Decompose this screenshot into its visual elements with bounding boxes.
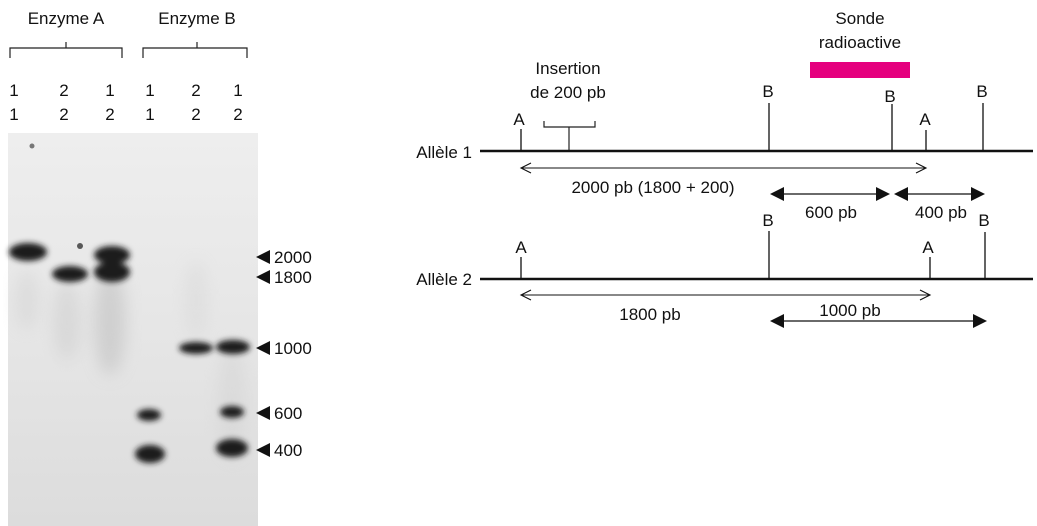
insertion-label-line1: Insertion — [535, 59, 600, 78]
gel-smear — [53, 280, 81, 360]
probe-label-line2: radioactive — [819, 33, 901, 52]
lane-numbers-row2: 1 2 2 1 2 2 — [9, 105, 242, 124]
lane-number: 2 — [233, 105, 242, 124]
site-a-label: A — [513, 110, 525, 129]
lane-number: 1 — [233, 81, 242, 100]
allele2-fragment-a-arrow — [519, 289, 932, 301]
gel-band-1000 — [179, 342, 213, 354]
allele2-fragment-b-arrow — [770, 314, 987, 328]
radioactive-probe — [810, 62, 910, 78]
marker-label: 1800 — [274, 268, 312, 287]
probe-label-line1: Sonde — [835, 9, 884, 28]
site-b-label: B — [976, 82, 987, 101]
site-b-label: B — [762, 82, 773, 101]
marker-arrow — [256, 250, 270, 264]
allele2-fragment-b-label: 1000 pb — [819, 301, 880, 320]
lane-number: 1 — [105, 81, 114, 100]
gel-speck — [77, 243, 83, 249]
insertion-label-line2: de 200 pb — [530, 83, 606, 102]
allele1-fragment-b1-label: 600 pb — [805, 203, 857, 222]
gel-smear — [94, 265, 126, 375]
site-b-label: B — [978, 211, 989, 230]
gel-band-600 — [220, 406, 244, 418]
restriction-map: Sonde radioactive Insertion de 200 pb Al… — [416, 9, 1033, 328]
insertion-bracket — [543, 121, 596, 150]
lane-number: 1 — [9, 81, 18, 100]
site-a-label: A — [922, 238, 934, 257]
enzyme-b-label: Enzyme B — [158, 9, 235, 28]
gel-band-1800 — [52, 266, 88, 282]
gel-panel: Enzyme A Enzyme B 1 2 1 1 2 1 1 2 2 1 2 … — [8, 9, 312, 526]
enzyme-a-bracket — [9, 42, 123, 58]
gel-smear — [184, 260, 208, 340]
marker-label: 400 — [274, 441, 302, 460]
gel-band-2000 — [94, 246, 130, 264]
site-b-label: B — [762, 211, 773, 230]
marker-label: 600 — [274, 404, 302, 423]
site-a-label: A — [919, 110, 931, 129]
lane-numbers-row1: 1 2 1 1 2 1 — [9, 81, 242, 100]
allele2-fragment-a-label: 1800 pb — [619, 305, 680, 324]
allele1-fragment-b2-arrow — [894, 187, 985, 201]
marker-arrow — [256, 443, 270, 457]
gel-band-400 — [135, 445, 165, 463]
size-markers: 2000 1800 1000 600 400 — [256, 248, 312, 460]
lane-number: 1 — [145, 105, 154, 124]
gel-band-2000 — [9, 243, 47, 261]
allele1-label: Allèle 1 — [416, 143, 472, 162]
marker-arrow — [256, 270, 270, 284]
lane-number: 1 — [145, 81, 154, 100]
gel-background — [8, 133, 258, 526]
gel-smear — [15, 270, 39, 330]
enzyme-b-bracket — [142, 42, 248, 58]
gel-band-1800 — [94, 262, 130, 282]
gel-band-600 — [137, 409, 161, 421]
site-b-label: B — [884, 87, 895, 106]
marker-label: 1000 — [274, 339, 312, 358]
marker-label: 2000 — [274, 248, 312, 267]
marker-arrow — [256, 341, 270, 355]
lane-number: 2 — [59, 81, 68, 100]
gel-speck — [29, 143, 35, 149]
gel-band-400 — [216, 439, 248, 457]
lane-number: 2 — [105, 105, 114, 124]
site-a-label: A — [515, 238, 527, 257]
gel-image — [8, 133, 258, 526]
allele1-fragment-b1-arrow — [770, 187, 890, 201]
lane-number: 2 — [191, 105, 200, 124]
gel-band-1000 — [216, 340, 250, 354]
allele1-fragment-a-arrow — [519, 162, 928, 174]
lane-number: 2 — [191, 81, 200, 100]
allele1-fragment-b2-label: 400 pb — [915, 203, 967, 222]
allele2-label: Allèle 2 — [416, 270, 472, 289]
enzyme-a-label: Enzyme A — [28, 9, 105, 28]
marker-arrow — [256, 406, 270, 420]
gel-smear — [218, 340, 246, 460]
lane-number: 2 — [59, 105, 68, 124]
lane-number: 1 — [9, 105, 18, 124]
allele1-fragment-a-label: 2000 pb (1800 + 200) — [571, 178, 734, 197]
